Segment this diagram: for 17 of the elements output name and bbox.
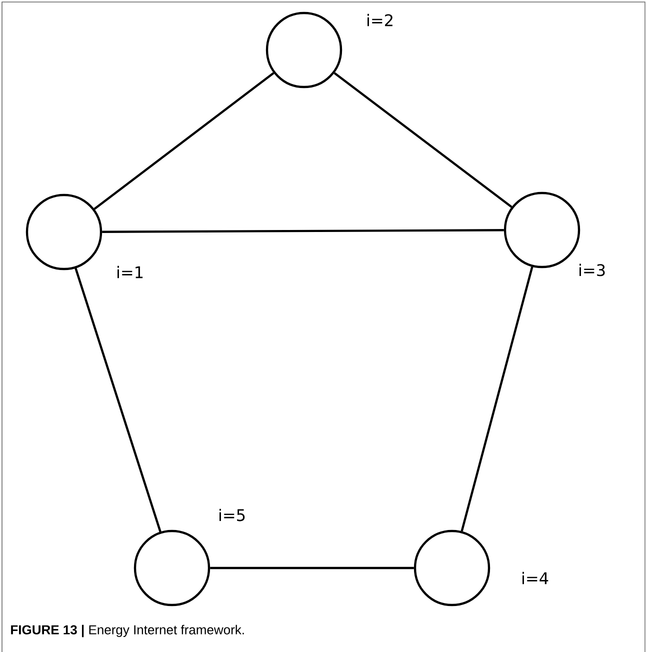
node-label: i=5 bbox=[220, 508, 245, 522]
connector-line bbox=[210, 566, 414, 570]
connector-line bbox=[94, 72, 274, 210]
node-label: i=4 bbox=[522, 572, 548, 584]
circle-node bbox=[26, 194, 102, 270]
circle-node bbox=[414, 530, 490, 606]
connector-line bbox=[102, 229, 504, 233]
circle-node bbox=[266, 12, 342, 88]
node-label: i=1 bbox=[118, 266, 143, 278]
node-label: i=3 bbox=[580, 264, 605, 276]
connector-line bbox=[460, 266, 534, 532]
connector-line bbox=[334, 72, 512, 208]
circle-node bbox=[134, 530, 210, 606]
connector-line bbox=[74, 268, 162, 532]
node-label: i=2 bbox=[368, 14, 392, 26]
caption: FIGURE 13 | Energy Internet framework. bbox=[11, 624, 244, 638]
circle-node bbox=[504, 192, 580, 268]
